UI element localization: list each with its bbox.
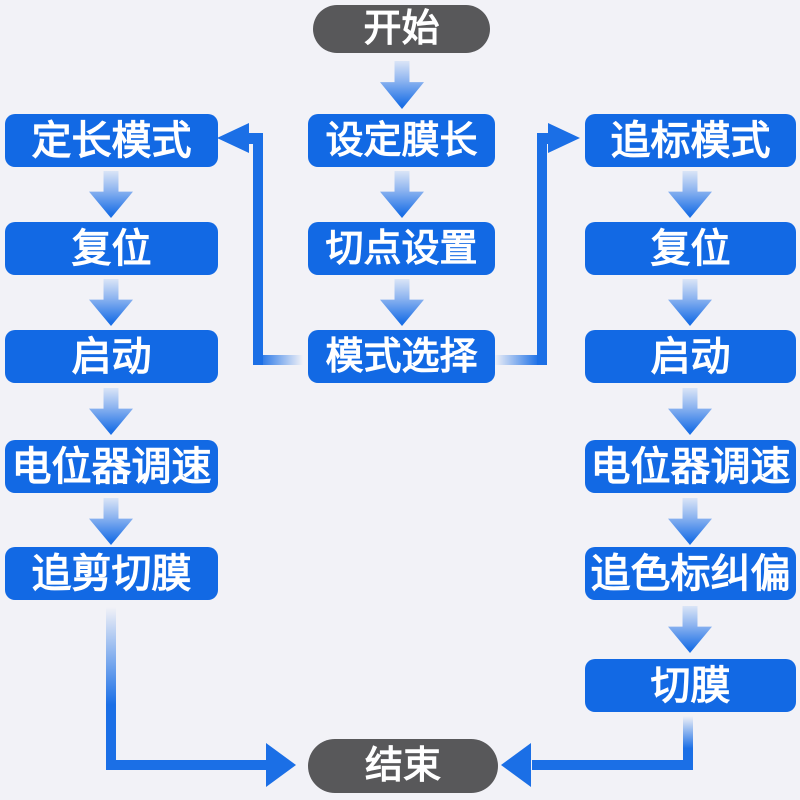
connector-segment bbox=[537, 133, 553, 144]
arrow-down-icon bbox=[89, 498, 133, 545]
connector-segment bbox=[106, 760, 267, 770]
arrowhead-left-icon bbox=[501, 743, 531, 787]
arrow-down-icon bbox=[380, 171, 424, 218]
connector-segment bbox=[537, 133, 547, 365]
node-potentiometer-speed-chase: 电位器调速 bbox=[585, 440, 796, 493]
connector-segment bbox=[532, 760, 693, 770]
connector-segment bbox=[253, 133, 263, 365]
node-run-fixed: 启动 bbox=[5, 330, 218, 383]
arrow-down-icon bbox=[89, 388, 133, 435]
connector-segment bbox=[106, 607, 116, 770]
node-reset-fixed: 复位 bbox=[5, 222, 218, 275]
node-cut-film: 切膜 bbox=[585, 659, 796, 712]
node-chase-mark-mode: 追标模式 bbox=[585, 114, 796, 167]
arrowhead-left-icon bbox=[217, 123, 249, 153]
node-color-mark-correction: 追色标纠偏 bbox=[585, 547, 796, 600]
arrow-down-icon bbox=[89, 171, 133, 218]
arrowhead-right-icon bbox=[266, 743, 296, 787]
arrow-down-icon bbox=[89, 279, 133, 326]
node-potentiometer-speed-fixed: 电位器调速 bbox=[5, 440, 218, 493]
end-terminal: 结束 bbox=[308, 739, 498, 793]
node-set-film-length: 设定膜长 bbox=[308, 114, 495, 167]
node-cut-point-setting: 切点设置 bbox=[308, 222, 495, 275]
node-reset-chase: 复位 bbox=[585, 222, 796, 275]
node-chase-shear-cut-film: 追剪切膜 bbox=[5, 547, 218, 600]
node-fixed-length-mode: 定长模式 bbox=[5, 114, 218, 167]
arrow-down-icon bbox=[380, 279, 424, 326]
arrow-down-icon bbox=[668, 279, 712, 326]
connector-segment bbox=[683, 716, 693, 770]
node-mode-select: 模式选择 bbox=[308, 330, 495, 383]
connector-segment bbox=[494, 355, 544, 365]
arrow-down-icon bbox=[668, 498, 712, 545]
connector-segment bbox=[253, 355, 303, 365]
node-run-chase: 启动 bbox=[585, 330, 796, 383]
arrowhead-right-icon bbox=[548, 123, 580, 153]
arrow-down-icon bbox=[668, 171, 712, 218]
arrow-down-icon bbox=[668, 388, 712, 435]
connector-segment bbox=[247, 133, 263, 144]
arrow-down-icon bbox=[668, 606, 712, 653]
arrow-down-icon bbox=[380, 61, 424, 109]
start-terminal: 开始 bbox=[313, 5, 490, 53]
